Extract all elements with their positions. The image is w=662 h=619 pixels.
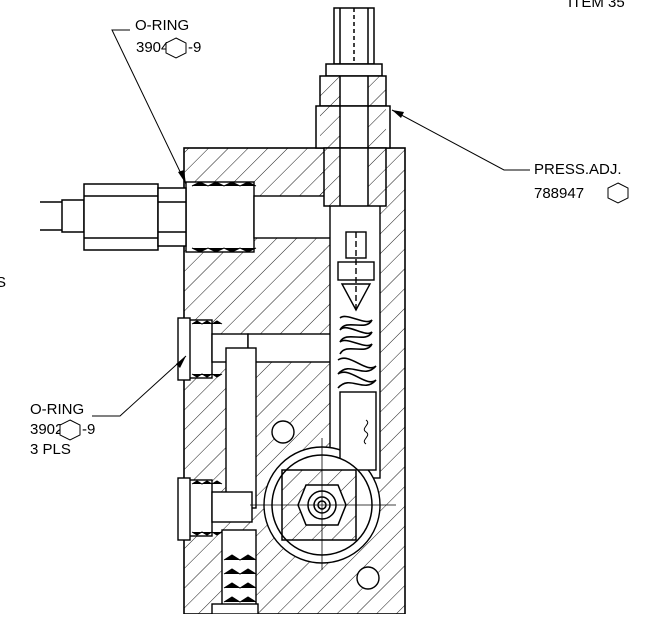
oring-top-part-prefix: 3904 <box>136 39 169 56</box>
hydraulic-fitting <box>40 183 187 251</box>
callout-oring-top: O-RING 3904 -9 <box>111 17 201 185</box>
adjuster-hatch <box>320 76 386 206</box>
callout-oring-left: O-RING 3902 -9 3 PLS <box>30 355 187 458</box>
oring-left-quantity: 3 PLS <box>30 441 71 458</box>
callout-press-adj: PRESS.ADJ. 788947 <box>391 109 629 204</box>
poppet-valve <box>337 231 375 312</box>
oring-left-title: O-RING <box>30 401 84 418</box>
oring-left-part-suffix: -9 <box>82 421 95 438</box>
rotary-pivot <box>250 438 396 570</box>
item-label-fragment: ITEM 35 <box>568 0 625 11</box>
press-adj-part-prefix: 788947 <box>534 185 584 202</box>
left-edge-fragment: S <box>0 274 6 291</box>
hexagon-outline-icon <box>59 419 81 441</box>
press-adj-title: PRESS.ADJ. <box>534 161 622 178</box>
oring-top-part-suffix: -9 <box>188 39 201 56</box>
port-threads <box>191 181 257 603</box>
compression-spring <box>337 315 377 471</box>
oring-top-title: O-RING <box>135 17 189 34</box>
oring-left-part-prefix: 3902 <box>30 421 63 438</box>
hexagon-outline-icon <box>165 37 187 59</box>
hexagon-outline-icon <box>607 182 629 204</box>
